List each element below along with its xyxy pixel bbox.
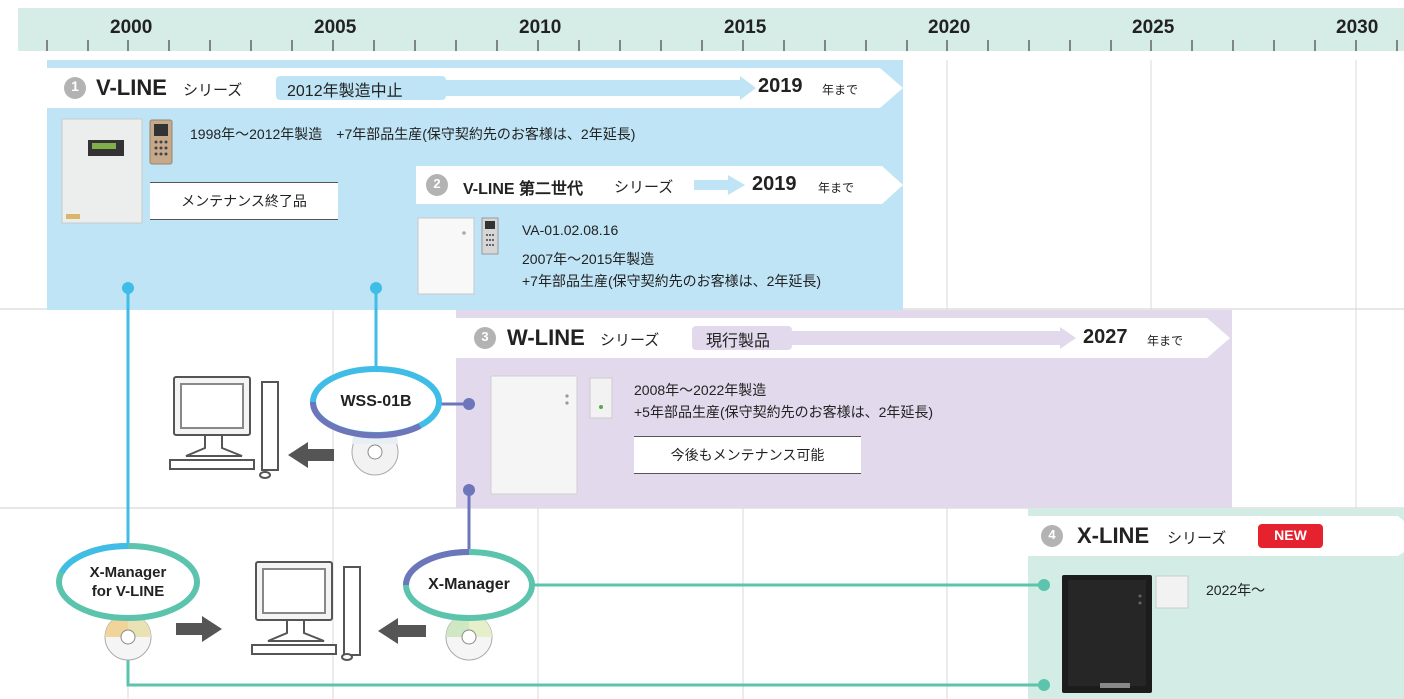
xline-series-label: シリーズ	[1167, 530, 1227, 547]
new-badge: NEW	[1274, 527, 1307, 543]
wline-desc-2: +5年部品生産(保守契約先のお客様は、2年延長)	[634, 404, 934, 420]
vline2-series-label: シリーズ	[614, 179, 674, 196]
vline-title: V-LINE	[96, 75, 167, 100]
wline-device-image	[490, 375, 613, 495]
xline-description: 2022年～	[1206, 582, 1266, 598]
vline2-number: 2	[433, 176, 441, 191]
wss-label: WSS-01B	[340, 393, 412, 410]
pc-image-xmanager	[251, 561, 361, 661]
xmanager-label: X-Manager	[428, 576, 510, 593]
year-label: 2005	[314, 17, 357, 38]
vline-maintenance-badge: メンテナンス終了品	[150, 182, 338, 220]
wline-end-year: 2027	[1083, 326, 1128, 348]
vline2-header-arrow	[416, 166, 903, 204]
year-label: 2020	[928, 17, 971, 38]
vline2-title: V-LINE 第二世代	[463, 181, 584, 198]
cd-xmanager	[445, 613, 493, 661]
vline2-end-year: 2019	[752, 173, 797, 195]
wline-end-suffix: 年まで	[1147, 334, 1184, 348]
timeline-bar	[18, 8, 1404, 51]
xmanager-v-label-line1: X-Manager	[89, 564, 167, 581]
vline2-device-image	[417, 217, 499, 295]
year-label: 2015	[724, 17, 767, 38]
wline-series-label: シリーズ	[600, 332, 660, 349]
pc-image-wss	[169, 376, 279, 479]
wline-desc-1: 2008年～2022年製造	[634, 382, 767, 398]
vline-series-label: シリーズ	[183, 82, 243, 99]
xline-title: X-LINE	[1077, 523, 1150, 548]
vline-device-image	[61, 118, 173, 224]
year-label: 2025	[1132, 17, 1175, 38]
year-label: 2000	[110, 17, 153, 38]
vline-description: 1998年～2012年製造 +7年部品生産(保守契約先のお客様は、2年延長)	[190, 126, 636, 142]
wline-number: 3	[481, 329, 489, 344]
xmanager-v-label-line2: for V-LINE	[91, 583, 165, 600]
vline2-model: VA-01.02.08.16	[522, 222, 619, 238]
vline-status: 2012年製造中止	[287, 83, 403, 100]
vline-end-suffix: 年まで	[822, 83, 859, 97]
wline-status: 現行製品	[706, 333, 771, 350]
wline-title: W-LINE	[507, 325, 585, 350]
xline-number: 4	[1048, 527, 1056, 542]
vline-end-year: 2019	[758, 75, 803, 97]
vline2-desc-2: +7年部品生産(保守契約先のお客様は、2年延長)	[522, 273, 822, 289]
vline-number: 1	[71, 78, 79, 94]
vline2-end-suffix: 年まで	[818, 181, 855, 195]
wline-maintenance-badge: 今後もメンテナンス可能	[634, 436, 861, 474]
year-label: 2030	[1336, 17, 1379, 38]
year-label: 2010	[519, 17, 562, 38]
xline-device-image	[1062, 575, 1189, 693]
vline2-desc-1: 2007年～2015年製造	[522, 251, 655, 267]
timeline-ticks	[46, 40, 1398, 51]
